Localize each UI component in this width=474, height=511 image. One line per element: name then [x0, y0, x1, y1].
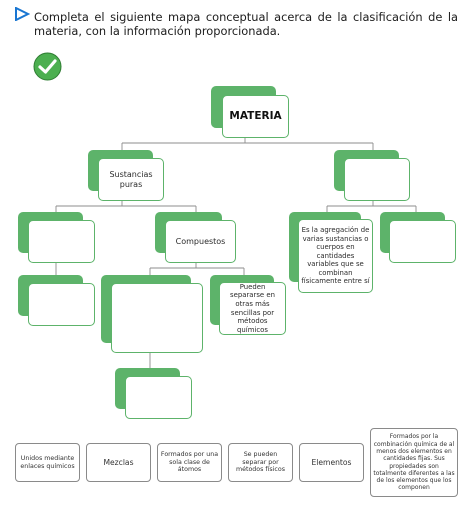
- option-una-clase-atomos[interactable]: Formados por una sola clase de átomos: [157, 443, 222, 482]
- node-compound-desc-input[interactable]: [111, 283, 203, 353]
- node-compound-child-input[interactable]: [125, 376, 192, 419]
- node-compound-desc-blank[interactable]: [101, 275, 203, 353]
- play-arrow-icon: [15, 7, 30, 21]
- option-metodos-fisicos[interactable]: Se pueden separar por métodos físicos: [228, 443, 293, 482]
- node-sustancias-puras-label: Sustancias puras: [98, 158, 164, 201]
- node-compuestos-label: Compuestos: [165, 220, 236, 263]
- node-right-branch-blank[interactable]: [334, 150, 410, 201]
- node-sustancias-puras: Sustancias puras: [88, 150, 164, 201]
- node-compound-child-blank[interactable]: [115, 368, 192, 419]
- node-compound-split: Pueden separarse en otras más sencillas …: [210, 275, 286, 335]
- option-compuestos-definicion[interactable]: Formados por la combinación química de a…: [370, 428, 458, 497]
- instruction-text: Completa el siguiente mapa conceptual ac…: [34, 10, 458, 38]
- node-element-desc-blank[interactable]: [18, 275, 95, 326]
- node-materia-label: MATERIA: [222, 95, 289, 138]
- node-mixture-description-label: Es la agregación de varias sustancias o …: [298, 219, 373, 293]
- node-mixture-right-blank[interactable]: [380, 212, 456, 263]
- node-pure-left-blank[interactable]: [18, 212, 95, 263]
- option-elementos[interactable]: Elementos: [299, 443, 364, 482]
- node-mixture-description: Es la agregación de varias sustancias o …: [289, 212, 373, 293]
- node-mixture-right-input[interactable]: [389, 220, 456, 263]
- node-right-branch-input[interactable]: [344, 158, 410, 201]
- check-circle-icon: [33, 52, 62, 81]
- node-materia: MATERIA: [211, 86, 289, 138]
- node-pure-left-input[interactable]: [28, 220, 95, 263]
- node-compound-split-label: Pueden separarse en otras más sencillas …: [219, 282, 286, 335]
- option-mezclas[interactable]: Mezclas: [86, 443, 151, 482]
- node-element-desc-input[interactable]: [28, 283, 95, 326]
- node-compuestos: Compuestos: [155, 212, 236, 263]
- option-unidos-enlaces[interactable]: Unidos mediante enlaces químicos: [15, 443, 80, 482]
